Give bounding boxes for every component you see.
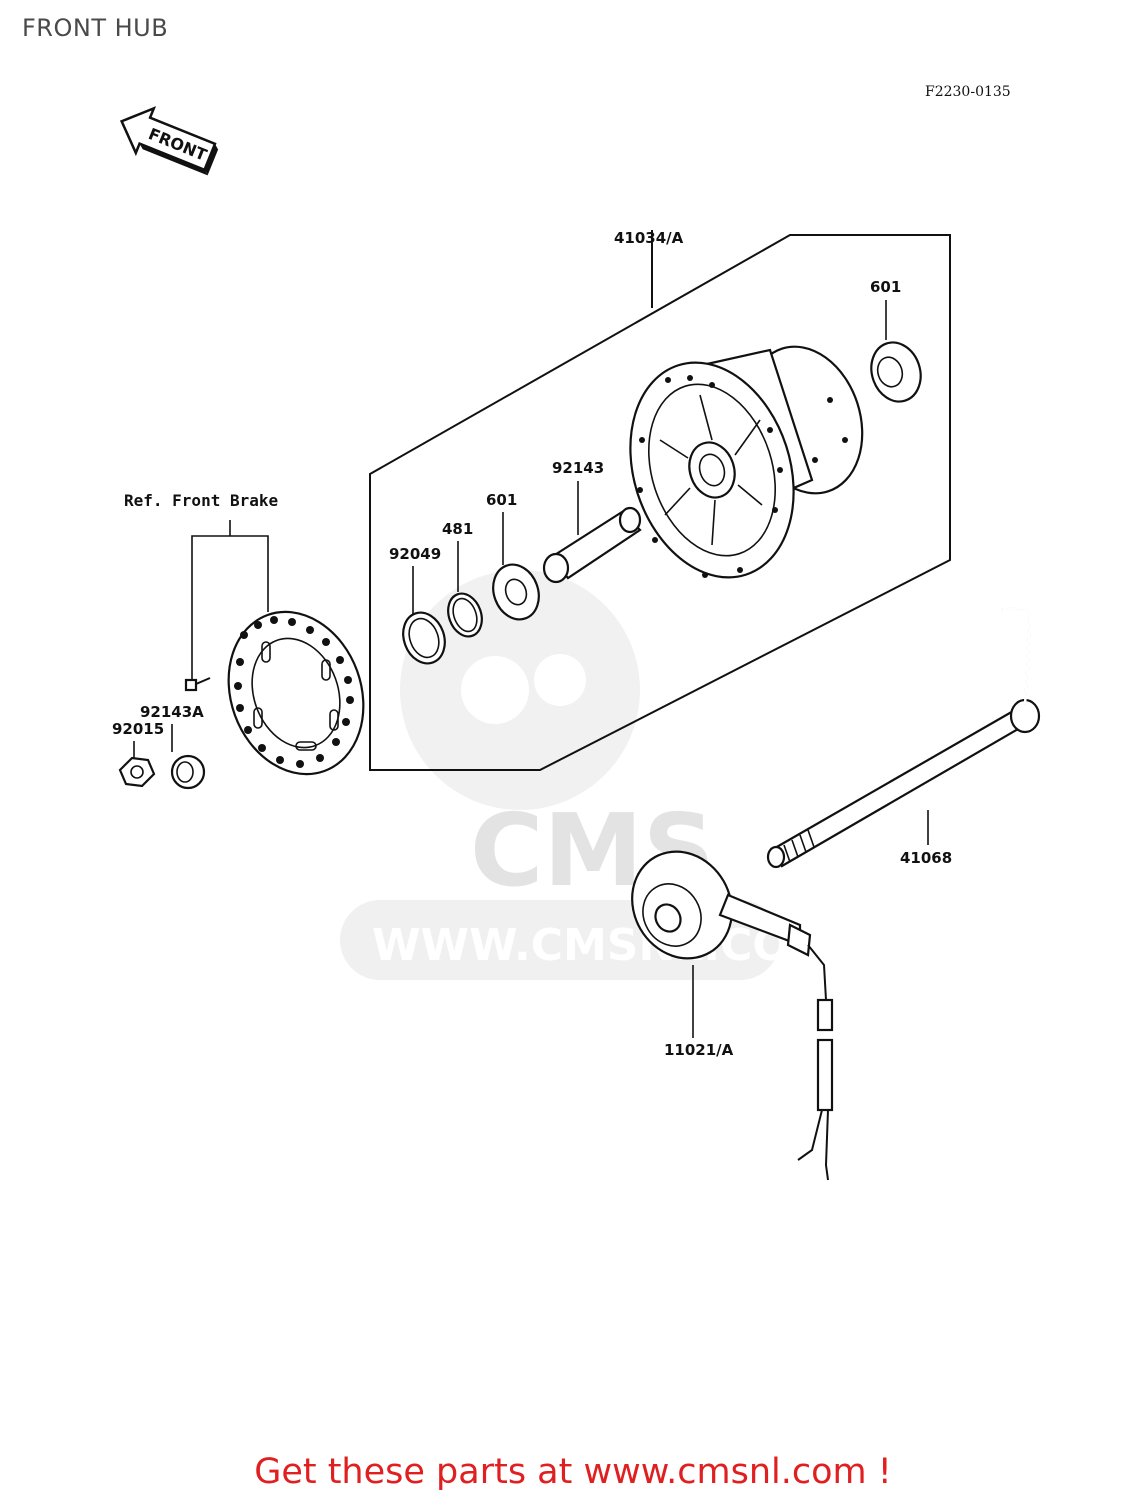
label-92143A: 92143A [140, 703, 204, 721]
hub-assembly-outline [369, 234, 951, 771]
bearing-right [870, 341, 922, 403]
label-11021A: 11021/A [664, 1041, 734, 1059]
label-92015: 92015 [112, 720, 164, 738]
speedometer-gear-housing [631, 850, 834, 1181]
page-title: FRONT HUB [22, 14, 169, 42]
oil-seal [402, 611, 446, 665]
label-601-right: 601 [870, 278, 901, 296]
label-481: 481 [442, 520, 473, 538]
label-41034A: 41034/A [614, 229, 684, 247]
diagram-code: F2230-0135 [925, 84, 1011, 100]
bearing-left [492, 563, 540, 621]
disc-bolt [184, 677, 211, 692]
axle-nut [118, 756, 156, 788]
ref-front-brake-note: Ref. Front Brake [124, 491, 278, 510]
buy-parts-link[interactable]: Get these parts at www.cmsnl.com ! [254, 1452, 892, 1492]
label-41068: 41068 [900, 849, 952, 867]
label-92143: 92143 [552, 459, 604, 477]
brake-disc [227, 610, 365, 776]
front-hub [629, 345, 864, 579]
front-arrow-icon: FRONT [119, 106, 219, 176]
label-92049: 92049 [389, 545, 441, 563]
collar [170, 754, 206, 790]
circlip [447, 592, 483, 638]
distance-collar [542, 506, 642, 584]
front-axle [766, 606, 1041, 869]
label-601-left: 601 [486, 491, 517, 509]
